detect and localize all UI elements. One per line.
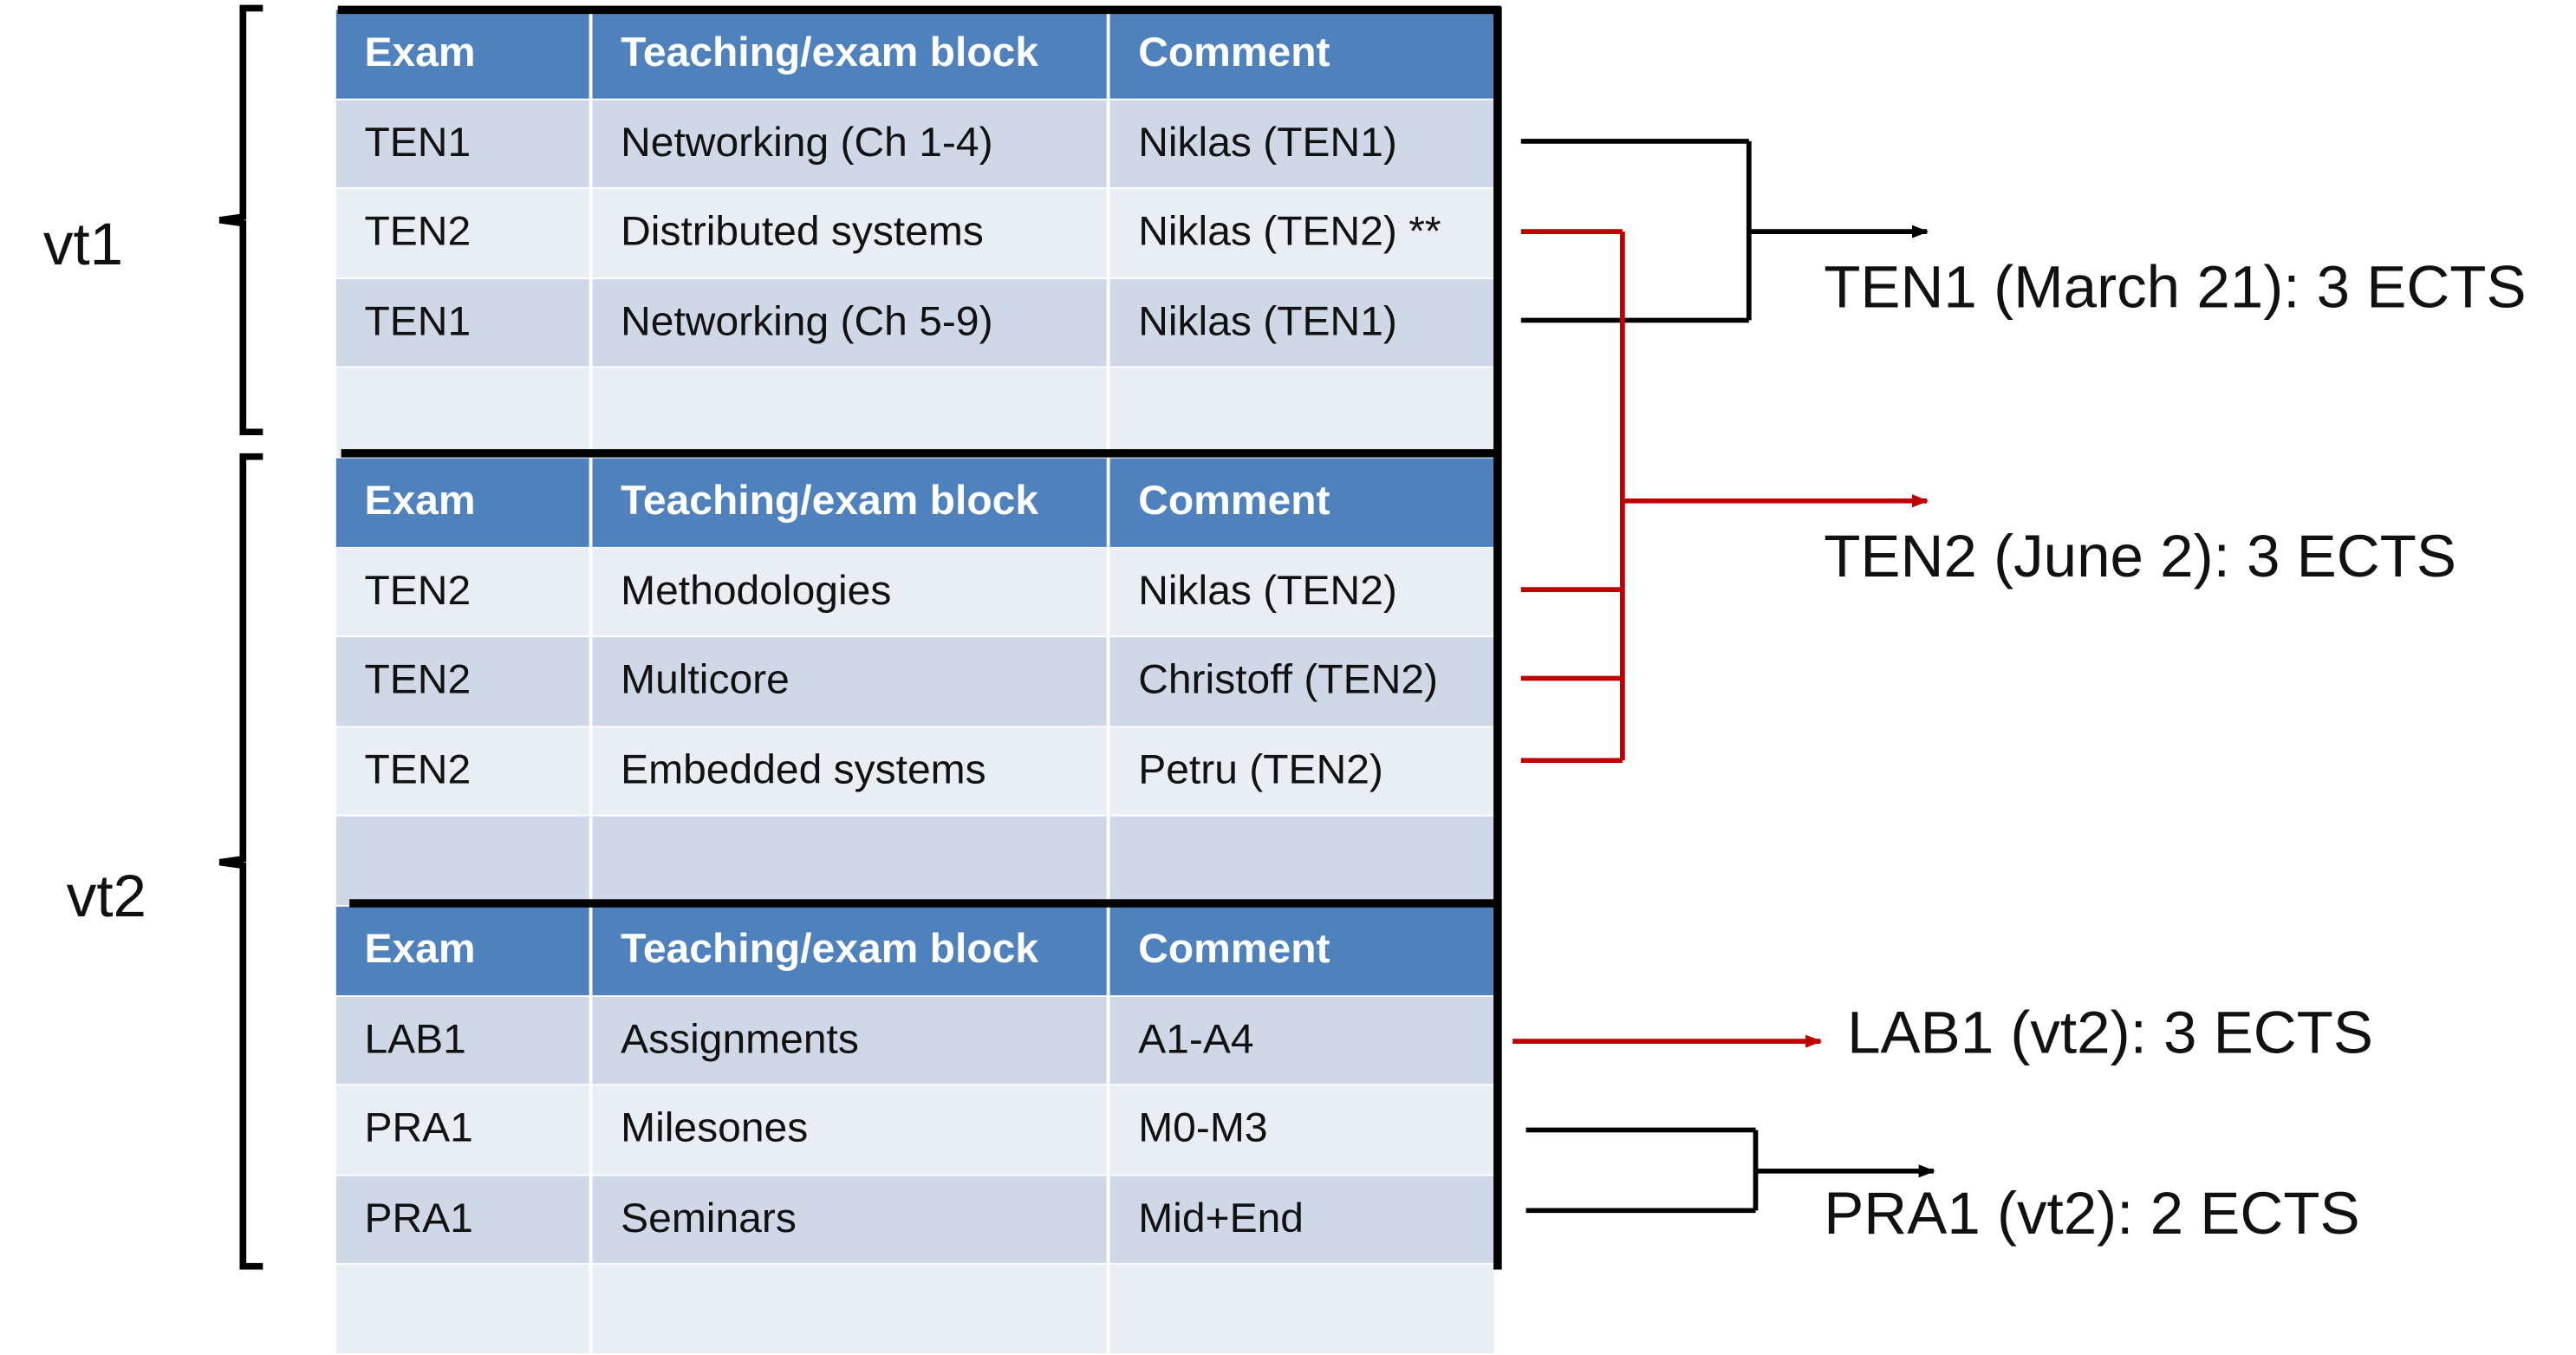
cell-exam [336,1264,593,1353]
cell-block: Distributed systems [592,188,1110,277]
period-label-vt1: vt1 [42,210,124,278]
cell-block: Milesones [592,1085,1110,1174]
cell-exam [336,816,593,904]
cell-comment: Christoff (TEN2) [1138,657,1439,704]
cell-block [592,816,1110,904]
table-row: TEN2 Embedded systems Petru (TEN2) [335,726,1495,817]
ten1-connector [1520,139,1929,323]
header-comment: Comment [1138,926,1330,974]
ten2-connector [1520,229,1929,764]
period-label-vt2: vt2 [66,862,147,930]
cell-comment: Niklas (TEN1) [1138,298,1397,345]
cell-exam: TEN2 [336,637,593,726]
table-row: LAB1 Assignments A1-A4 [335,996,1495,1086]
cell-comment: Niklas (TEN2) [1138,568,1397,615]
cell-block: Multicore [592,637,1110,726]
outcome-lab1-label: LAB1 (vt2): 3 ECTS [1847,998,2373,1066]
header-exam: Exam [336,10,593,98]
cell-block: Seminars [592,1175,1110,1263]
cell-exam: TEN2 [336,188,593,277]
table-row: TEN2 Multicore Christoff (TEN2) [335,637,1495,727]
cell-comment: A1-A4 [1138,1016,1254,1063]
outcome-ten2-label: TEN2 (June 2): 3 ECTS [1824,522,2457,590]
table-row: TEN1 Networking (Ch 1-4) Niklas (TEN1) [335,99,1495,189]
cell-block: Embedded systems [592,726,1110,815]
table-row: PRA1 Milesones M0-M3 [335,1085,1495,1176]
exam-table-vt1: Exam Teaching/exam block Comment TEN1 Ne… [335,10,1495,458]
table-borders [337,5,1502,1270]
header-block: Teaching/exam block [592,906,1110,995]
table-row: TEN2 Distributed systems Niklas (TEN2) *… [335,188,1495,279]
header-block: Teaching/exam block [592,10,1110,98]
exam-table-vt2-lab: Exam Teaching/exam block Comment LAB1 As… [335,906,1495,1355]
header-exam: Exam [336,906,593,995]
table-row: PRA1 Seminars Mid+End [335,1175,1495,1265]
cell-comment: Niklas (TEN1) [1138,119,1397,166]
outcome-pra1-label: PRA1 (vt2): 2 ECTS [1824,1179,2360,1247]
cell-comment: Mid+End [1138,1195,1304,1241]
cell-exam: TEN1 [336,278,593,367]
outcome-ten1-label: TEN1 (March 21): 3 ECTS [1824,252,2527,321]
table-header-row: Exam Teaching/exam block Comment [335,906,1495,997]
cell-exam: TEN2 [336,547,593,636]
table-row: TEN1 Networking (Ch 5-9) Niklas (TEN1) [335,278,1495,368]
cell-block: Methodologies [592,547,1110,636]
header-comment: Comment [1138,478,1330,524]
table-row [335,1264,1495,1355]
cell-exam: PRA1 [336,1175,593,1263]
header-exam: Exam [336,458,593,546]
cell-block: Assignments [592,996,1110,1085]
pra1-connector [1525,1127,1935,1214]
cell-comment: Petru (TEN2) [1138,746,1383,793]
brace-vt1 [218,4,263,436]
cell-exam: LAB1 [336,996,593,1085]
table-row [335,816,1495,906]
cell-block: Networking (Ch 5-9) [592,278,1110,367]
cell-block [592,1264,1110,1353]
header-comment: Comment [1138,29,1330,76]
cell-block [592,368,1110,456]
cell-block: Networking (Ch 1-4) [592,99,1110,187]
table-row: TEN2 Methodologies Niklas (TEN2) [335,547,1495,638]
brace-vt2 [218,453,263,1270]
cell-exam [336,368,593,456]
cell-exam: TEN1 [336,99,593,187]
table-header-row: Exam Teaching/exam block Comment [335,458,1495,548]
table-row [335,368,1495,458]
header-block: Teaching/exam block [592,458,1110,546]
cell-exam: PRA1 [336,1085,593,1174]
cell-comment: Niklas (TEN2) ** [1138,209,1441,256]
cell-exam: TEN2 [336,726,593,815]
table-header-row: Exam Teaching/exam block Comment [335,10,1495,100]
exam-table-vt2-ten: Exam Teaching/exam block Comment TEN2 Me… [335,458,1495,906]
cell-comment: M0-M3 [1138,1105,1268,1152]
